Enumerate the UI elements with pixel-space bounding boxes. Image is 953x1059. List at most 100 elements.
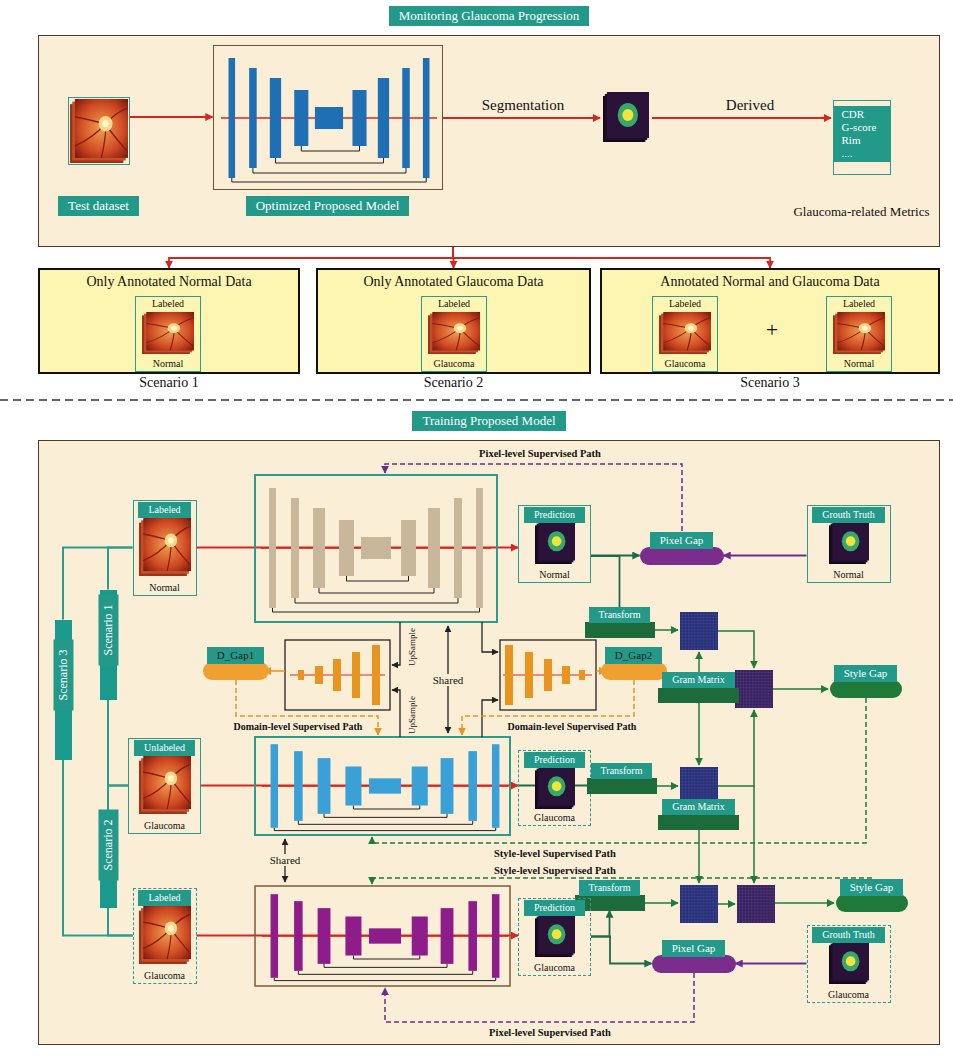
gram-image xyxy=(680,612,718,650)
operation-box: Gram Matrix xyxy=(658,815,739,830)
fundus-image xyxy=(139,756,191,814)
section-panel: Training Proposed ModelScenario 3Scenari… xyxy=(38,440,940,1045)
feature-line xyxy=(482,622,498,652)
section-banner: Monitoring Glaucoma Progression xyxy=(389,6,590,26)
operation-label: Transform xyxy=(591,763,653,779)
mask-image xyxy=(535,915,575,957)
gap-pill: Style Gap xyxy=(836,894,908,912)
image-frame: LabeledGlaucoma xyxy=(652,296,718,372)
metric-caption: Glaucoma-related Metrics xyxy=(793,204,929,220)
scenario-tab-label: Scenario 1 xyxy=(98,594,118,665)
scenario-fill xyxy=(600,268,940,374)
mask-image xyxy=(535,522,575,564)
diagram-label: Derived xyxy=(726,96,774,115)
layer-block xyxy=(579,670,585,680)
connector xyxy=(169,247,453,268)
diagram-label: Pixel-level Supervised Path xyxy=(479,448,601,460)
frame-heading: Unlabeled xyxy=(134,740,195,756)
layer-block xyxy=(333,659,341,691)
gap-label: Pixel Gap xyxy=(650,532,714,549)
gap-label: Style Gap xyxy=(840,879,904,896)
metric-list: CDR G-score Rim .... xyxy=(834,106,890,162)
fundus-image xyxy=(833,312,885,354)
scenario-tab: Scenario 2 xyxy=(100,812,117,908)
connector xyxy=(130,116,213,118)
frame-heading: Grouth Truth xyxy=(812,507,885,523)
operation-box: Transform xyxy=(587,778,657,794)
scenario-title: Only Annotated Glaucoma Data xyxy=(363,274,543,291)
frame-heading: Labeled xyxy=(843,298,875,310)
frame-heading: Prediction xyxy=(524,752,585,768)
image-frame: LabeledNormal xyxy=(826,296,892,372)
scenario-fill xyxy=(316,268,591,374)
fundus-image xyxy=(428,312,480,354)
frame-label: Glaucoma xyxy=(828,989,869,1001)
label-slot: Shared xyxy=(418,673,478,686)
fundus-image xyxy=(142,312,194,354)
operation-label: Transform xyxy=(589,607,651,623)
diagram-label: Domain-level Supervised Path xyxy=(508,721,637,733)
frame-label: Normal xyxy=(833,569,864,581)
frame-heading: Labeled xyxy=(138,502,190,518)
panel-fill xyxy=(38,440,940,1045)
section-panel: Monitoring Glaucoma ProgressionTest data… xyxy=(38,35,940,247)
fundus-image xyxy=(70,99,128,163)
operation-box: Gram Matrix xyxy=(658,688,739,703)
gap-pill: Style Gap xyxy=(830,680,902,698)
scenario-tab-label: Scenario 3 xyxy=(53,639,73,710)
fundus-image xyxy=(139,906,191,964)
layer-block xyxy=(544,659,552,691)
upsample-line xyxy=(392,622,400,665)
image-frame: LabeledGlaucoma xyxy=(421,296,487,372)
style-arrow xyxy=(698,703,700,765)
style-arrow xyxy=(753,786,755,883)
image-frame: Grouth TruthNormal xyxy=(807,505,891,583)
frame-heading: Prediction xyxy=(524,507,585,523)
gap-pill: D_Gap2 xyxy=(601,662,667,680)
fundus-image xyxy=(139,518,191,576)
frame-label: Normal xyxy=(844,358,875,370)
separator-line xyxy=(0,399,953,401)
label-slot: Derived xyxy=(690,96,810,115)
upsample-line xyxy=(392,690,400,737)
pixel-path xyxy=(385,464,682,547)
mask-image xyxy=(829,522,869,564)
image-frame: LabeledNormal xyxy=(133,500,197,596)
frame-heading: Labeled xyxy=(438,298,470,310)
gap-label: Pixel Gap xyxy=(662,940,726,957)
unet-model xyxy=(261,488,491,612)
label-slot: Segmentation xyxy=(448,96,598,115)
style-image xyxy=(735,670,773,708)
gap-label: Style Gap xyxy=(834,665,898,682)
scenario-box: Only Annotated Glaucoma DataScenario 2La… xyxy=(316,268,591,374)
image-box: Test dataset xyxy=(68,97,130,165)
gap-label: D_Gap1 xyxy=(207,647,264,664)
connector xyxy=(453,247,770,268)
operation-label: Gram Matrix xyxy=(662,799,735,815)
label-slot: UpSample xyxy=(372,707,452,721)
diagram-label: Segmentation xyxy=(482,96,565,115)
scenario-box: Only Annotated Normal DataScenario 1Labe… xyxy=(38,268,300,374)
discriminator-box xyxy=(285,640,390,710)
label-slot: Pixel-level Supervised Path xyxy=(430,1025,670,1039)
layer-block xyxy=(562,666,570,684)
frame-label: Glaucoma xyxy=(144,820,185,832)
scenario-tab: Scenario 1 xyxy=(100,590,117,700)
model-box: Optimized Proposed Model xyxy=(213,45,443,190)
frame-label: Glaucoma xyxy=(144,970,185,982)
label-slot: Style-level Supervised Path xyxy=(460,863,650,877)
scenario-caption: Scenario 3 xyxy=(740,375,799,392)
style-arrow xyxy=(775,902,834,904)
dashed-image-frame: LabeledGlaucoma xyxy=(133,888,197,984)
operation-box: Transform xyxy=(585,622,655,638)
image-frame: LabeledNormal xyxy=(135,296,201,372)
frame-heading: Labeled xyxy=(138,890,190,906)
style-arrow xyxy=(718,710,754,786)
scenario-title: Only Annotated Normal Data xyxy=(86,274,251,291)
style-arrow xyxy=(773,688,828,690)
diagram-label: Domain-level Supervised Path xyxy=(234,721,363,733)
layer-block xyxy=(315,666,323,684)
scenario-tab-label: Scenario 2 xyxy=(98,809,118,880)
label-slot: Style-level Supervised Path xyxy=(460,846,650,860)
